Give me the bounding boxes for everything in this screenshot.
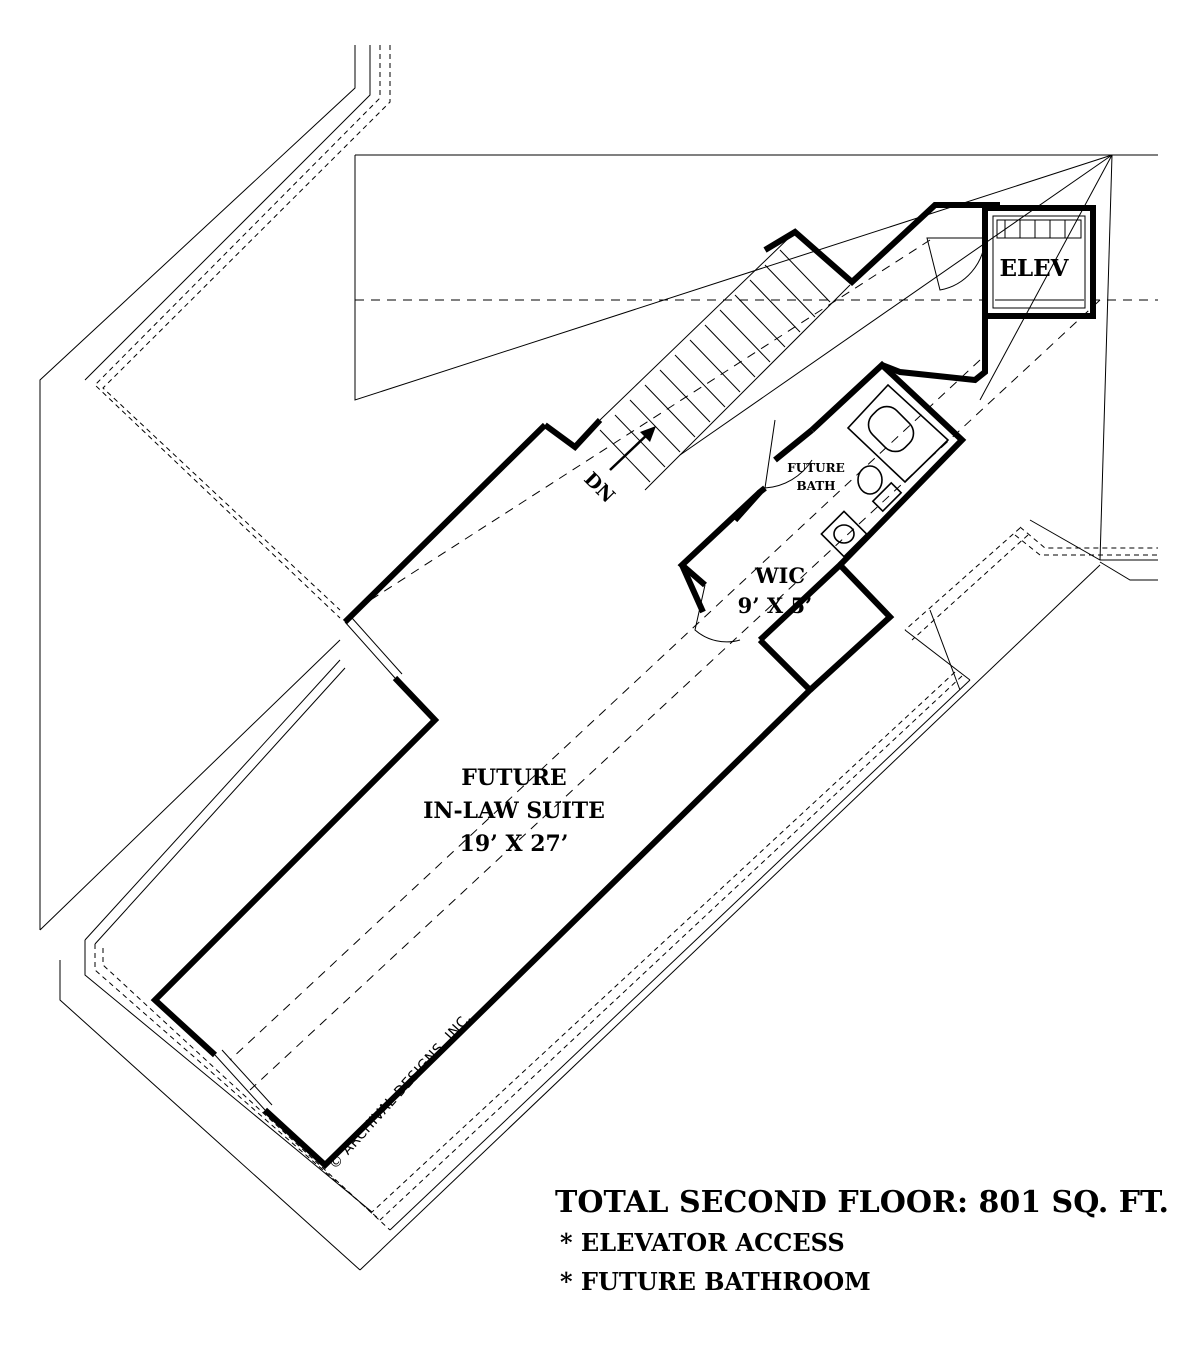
- floor-summary: TOTAL SECOND FLOOR: 801 SQ. FT. * ELEVAT…: [555, 1185, 1169, 1296]
- svg-text:DN: DN: [579, 468, 618, 507]
- elevator-cab: [992, 215, 1086, 309]
- svg-text:FUTURE: FUTURE: [461, 765, 566, 791]
- summary-item-elevator: * ELEVATOR ACCESS: [560, 1228, 845, 1257]
- roof-outline: [39, 45, 1158, 1271]
- room-label-bath: FUTURE BATH: [787, 461, 845, 493]
- bath-fixtures: [820, 383, 950, 558]
- svg-text:FUTURE: FUTURE: [787, 461, 845, 475]
- svg-text:9’ X 5’: 9’ X 5’: [738, 593, 813, 618]
- svg-text:WIC: WIC: [754, 563, 805, 588]
- copyright-watermark: © ARCHIVAL DESIGNS, INC.: [326, 1010, 475, 1173]
- room-label-elevator: ELEV: [999, 255, 1069, 282]
- svg-text:© ARCHIVAL DESIGNS, INC.: © ARCHIVAL DESIGNS, INC.: [326, 1010, 475, 1173]
- svg-text:ELEV: ELEV: [999, 255, 1069, 282]
- summary-title: TOTAL SECOND FLOOR: 801 SQ. FT.: [555, 1185, 1169, 1220]
- stairs-down-label: DN: [579, 468, 618, 507]
- svg-text:IN-LAW SUITE: IN-LAW SUITE: [423, 798, 605, 824]
- svg-text:BATH: BATH: [796, 479, 835, 493]
- svg-text:19’ X 27’: 19’ X 27’: [460, 831, 569, 857]
- stair-direction-arrow-icon: [609, 426, 656, 471]
- walls: [150, 202, 1096, 1170]
- room-label-suite: FUTURE IN-LAW SUITE 19’ X 27’: [423, 765, 605, 857]
- room-label-wic: WIC 9’ X 5’: [738, 563, 813, 618]
- stair-treads: [599, 231, 851, 491]
- summary-item-bathroom: * FUTURE BATHROOM: [560, 1267, 871, 1296]
- door-swings: [214, 237, 986, 1111]
